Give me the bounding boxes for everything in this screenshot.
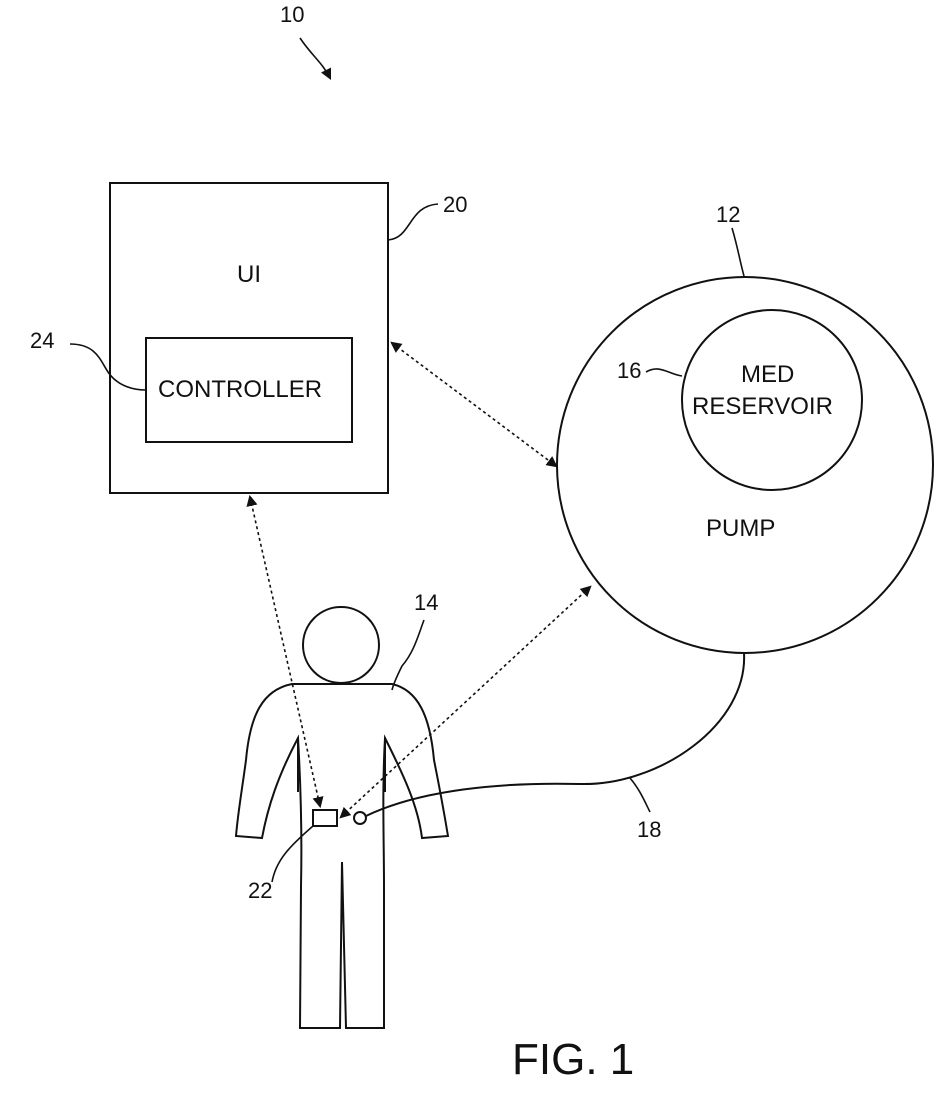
patient-figure bbox=[236, 607, 448, 1028]
link-ui-sensor bbox=[250, 497, 320, 806]
figure-caption: FIG. 1 bbox=[512, 1035, 634, 1084]
ref-18-label: 18 bbox=[637, 817, 661, 842]
ref-10-arrow bbox=[300, 38, 330, 78]
ref-10-label: 10 bbox=[280, 2, 304, 27]
ref-20-leader bbox=[388, 204, 438, 240]
ref-16-label: 16 bbox=[617, 358, 641, 383]
infusion-tubing bbox=[366, 653, 744, 816]
ref-18-leader bbox=[630, 778, 650, 812]
ref-14-label: 14 bbox=[414, 590, 438, 615]
med-reservoir-label-line2: RESERVOIR bbox=[692, 393, 833, 420]
patient-body-outline bbox=[236, 684, 448, 1028]
ui-label: UI bbox=[237, 261, 261, 288]
pump-label: PUMP bbox=[706, 515, 775, 542]
link-pump-sensor bbox=[341, 587, 590, 817]
sensor-device bbox=[313, 810, 337, 826]
ref-24-leader bbox=[70, 344, 146, 390]
med-reservoir-label-line1: MED bbox=[741, 361, 794, 388]
link-ui-pump bbox=[392, 343, 556, 466]
ref-14-leader bbox=[392, 620, 424, 690]
ref-16-leader bbox=[646, 369, 682, 376]
ref-20-label: 20 bbox=[443, 192, 467, 217]
ref-12-label: 12 bbox=[716, 202, 740, 227]
patient-head bbox=[303, 607, 379, 683]
ref-22-label: 22 bbox=[248, 878, 272, 903]
ref-24-label: 24 bbox=[30, 328, 54, 353]
infusion-port bbox=[354, 812, 366, 824]
ref-22-leader bbox=[272, 826, 313, 882]
controller-label: CONTROLLER bbox=[158, 376, 322, 403]
ref-12-leader bbox=[732, 228, 744, 276]
pump-circle bbox=[557, 277, 933, 653]
